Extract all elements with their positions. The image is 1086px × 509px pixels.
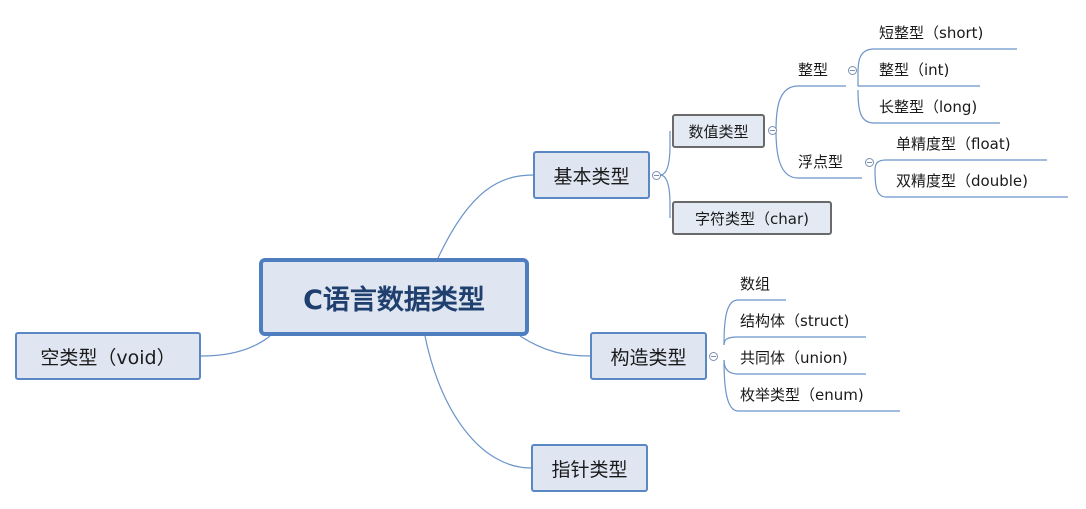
leaf-enum[interactable]: 枚举类型（enum) bbox=[740, 386, 864, 404]
node-basic-type[interactable]: 基本类型 bbox=[533, 151, 650, 199]
collapse-basic-icon[interactable] bbox=[652, 171, 661, 180]
node-float[interactable]: 浮点型 bbox=[798, 153, 843, 171]
connector-enum bbox=[723, 359, 900, 412]
connector-single bbox=[874, 159, 1047, 171]
collapse-numeric-icon[interactable] bbox=[768, 126, 777, 135]
leaf-int[interactable]: 整型（int) bbox=[879, 61, 949, 79]
connector-array bbox=[723, 299, 786, 346]
node-integer[interactable]: 整型 bbox=[798, 61, 828, 79]
node-construct-type[interactable]: 构造类型 bbox=[590, 332, 707, 380]
connector-basic-char bbox=[659, 174, 671, 218]
collapse-float-icon[interactable] bbox=[865, 158, 874, 167]
int-label: 整型（int) bbox=[879, 61, 950, 79]
connector-double bbox=[874, 169, 1068, 198]
node-pointer-type[interactable]: 指针类型 bbox=[531, 444, 648, 492]
connector-root-construct bbox=[519, 335, 591, 357]
struct-label: 结构体（struct) bbox=[740, 312, 850, 330]
connector-struct bbox=[723, 336, 866, 346]
leaf-single[interactable]: 单精度型（float) bbox=[896, 135, 1011, 153]
numeric-type-label: 数值类型 bbox=[688, 122, 749, 141]
leaf-struct[interactable]: 结构体（struct) bbox=[740, 312, 849, 330]
enum-label: 枚举类型（enum) bbox=[740, 386, 864, 404]
integer-label: 整型 bbox=[798, 61, 829, 79]
char-type-label: 字符类型（char) bbox=[695, 209, 809, 228]
node-void-type[interactable]: 空类型（void） bbox=[15, 332, 201, 380]
construct-type-label: 构造类型 bbox=[610, 346, 687, 369]
single-label: 单精度型（float) bbox=[896, 135, 1011, 153]
void-type-label: 空类型（void） bbox=[40, 346, 176, 369]
leaf-double[interactable]: 双精度型（double) bbox=[896, 172, 1028, 190]
leaf-short[interactable]: 短整型（short) bbox=[879, 24, 983, 42]
connector-int bbox=[857, 72, 980, 87]
node-char-type[interactable]: 字符类型（char) bbox=[672, 201, 832, 235]
connector-root-pointer bbox=[424, 335, 532, 469]
node-numeric-type[interactable]: 数值类型 bbox=[672, 114, 765, 148]
connector-root-basic bbox=[437, 174, 534, 259]
leaf-array[interactable]: 数组 bbox=[740, 275, 770, 293]
long-label: 长整型（long) bbox=[879, 98, 978, 116]
connector-numeric-float bbox=[775, 130, 862, 179]
connector-numeric-integer bbox=[775, 85, 846, 132]
collapse-construct-icon[interactable] bbox=[709, 352, 718, 361]
connector-short bbox=[857, 48, 1017, 73]
array-label: 数组 bbox=[740, 275, 771, 293]
root-node[interactable]: C语言数据类型 bbox=[259, 258, 529, 336]
leaf-union[interactable]: 共同体（union) bbox=[740, 349, 848, 367]
collapse-integer-icon[interactable] bbox=[848, 66, 857, 75]
short-label: 短整型（short) bbox=[879, 24, 984, 42]
basic-type-label: 基本类型 bbox=[553, 165, 630, 188]
connector-long bbox=[857, 89, 1000, 124]
root-label: C语言数据类型 bbox=[303, 284, 485, 316]
double-label: 双精度型（double) bbox=[896, 172, 1028, 190]
connector-basic-numeric bbox=[659, 131, 671, 176]
union-label: 共同体（union) bbox=[740, 349, 848, 367]
leaf-long[interactable]: 长整型（long) bbox=[879, 98, 977, 116]
float-label: 浮点型 bbox=[798, 153, 844, 171]
connector-root-void bbox=[200, 335, 271, 357]
pointer-type-label: 指针类型 bbox=[551, 458, 628, 481]
